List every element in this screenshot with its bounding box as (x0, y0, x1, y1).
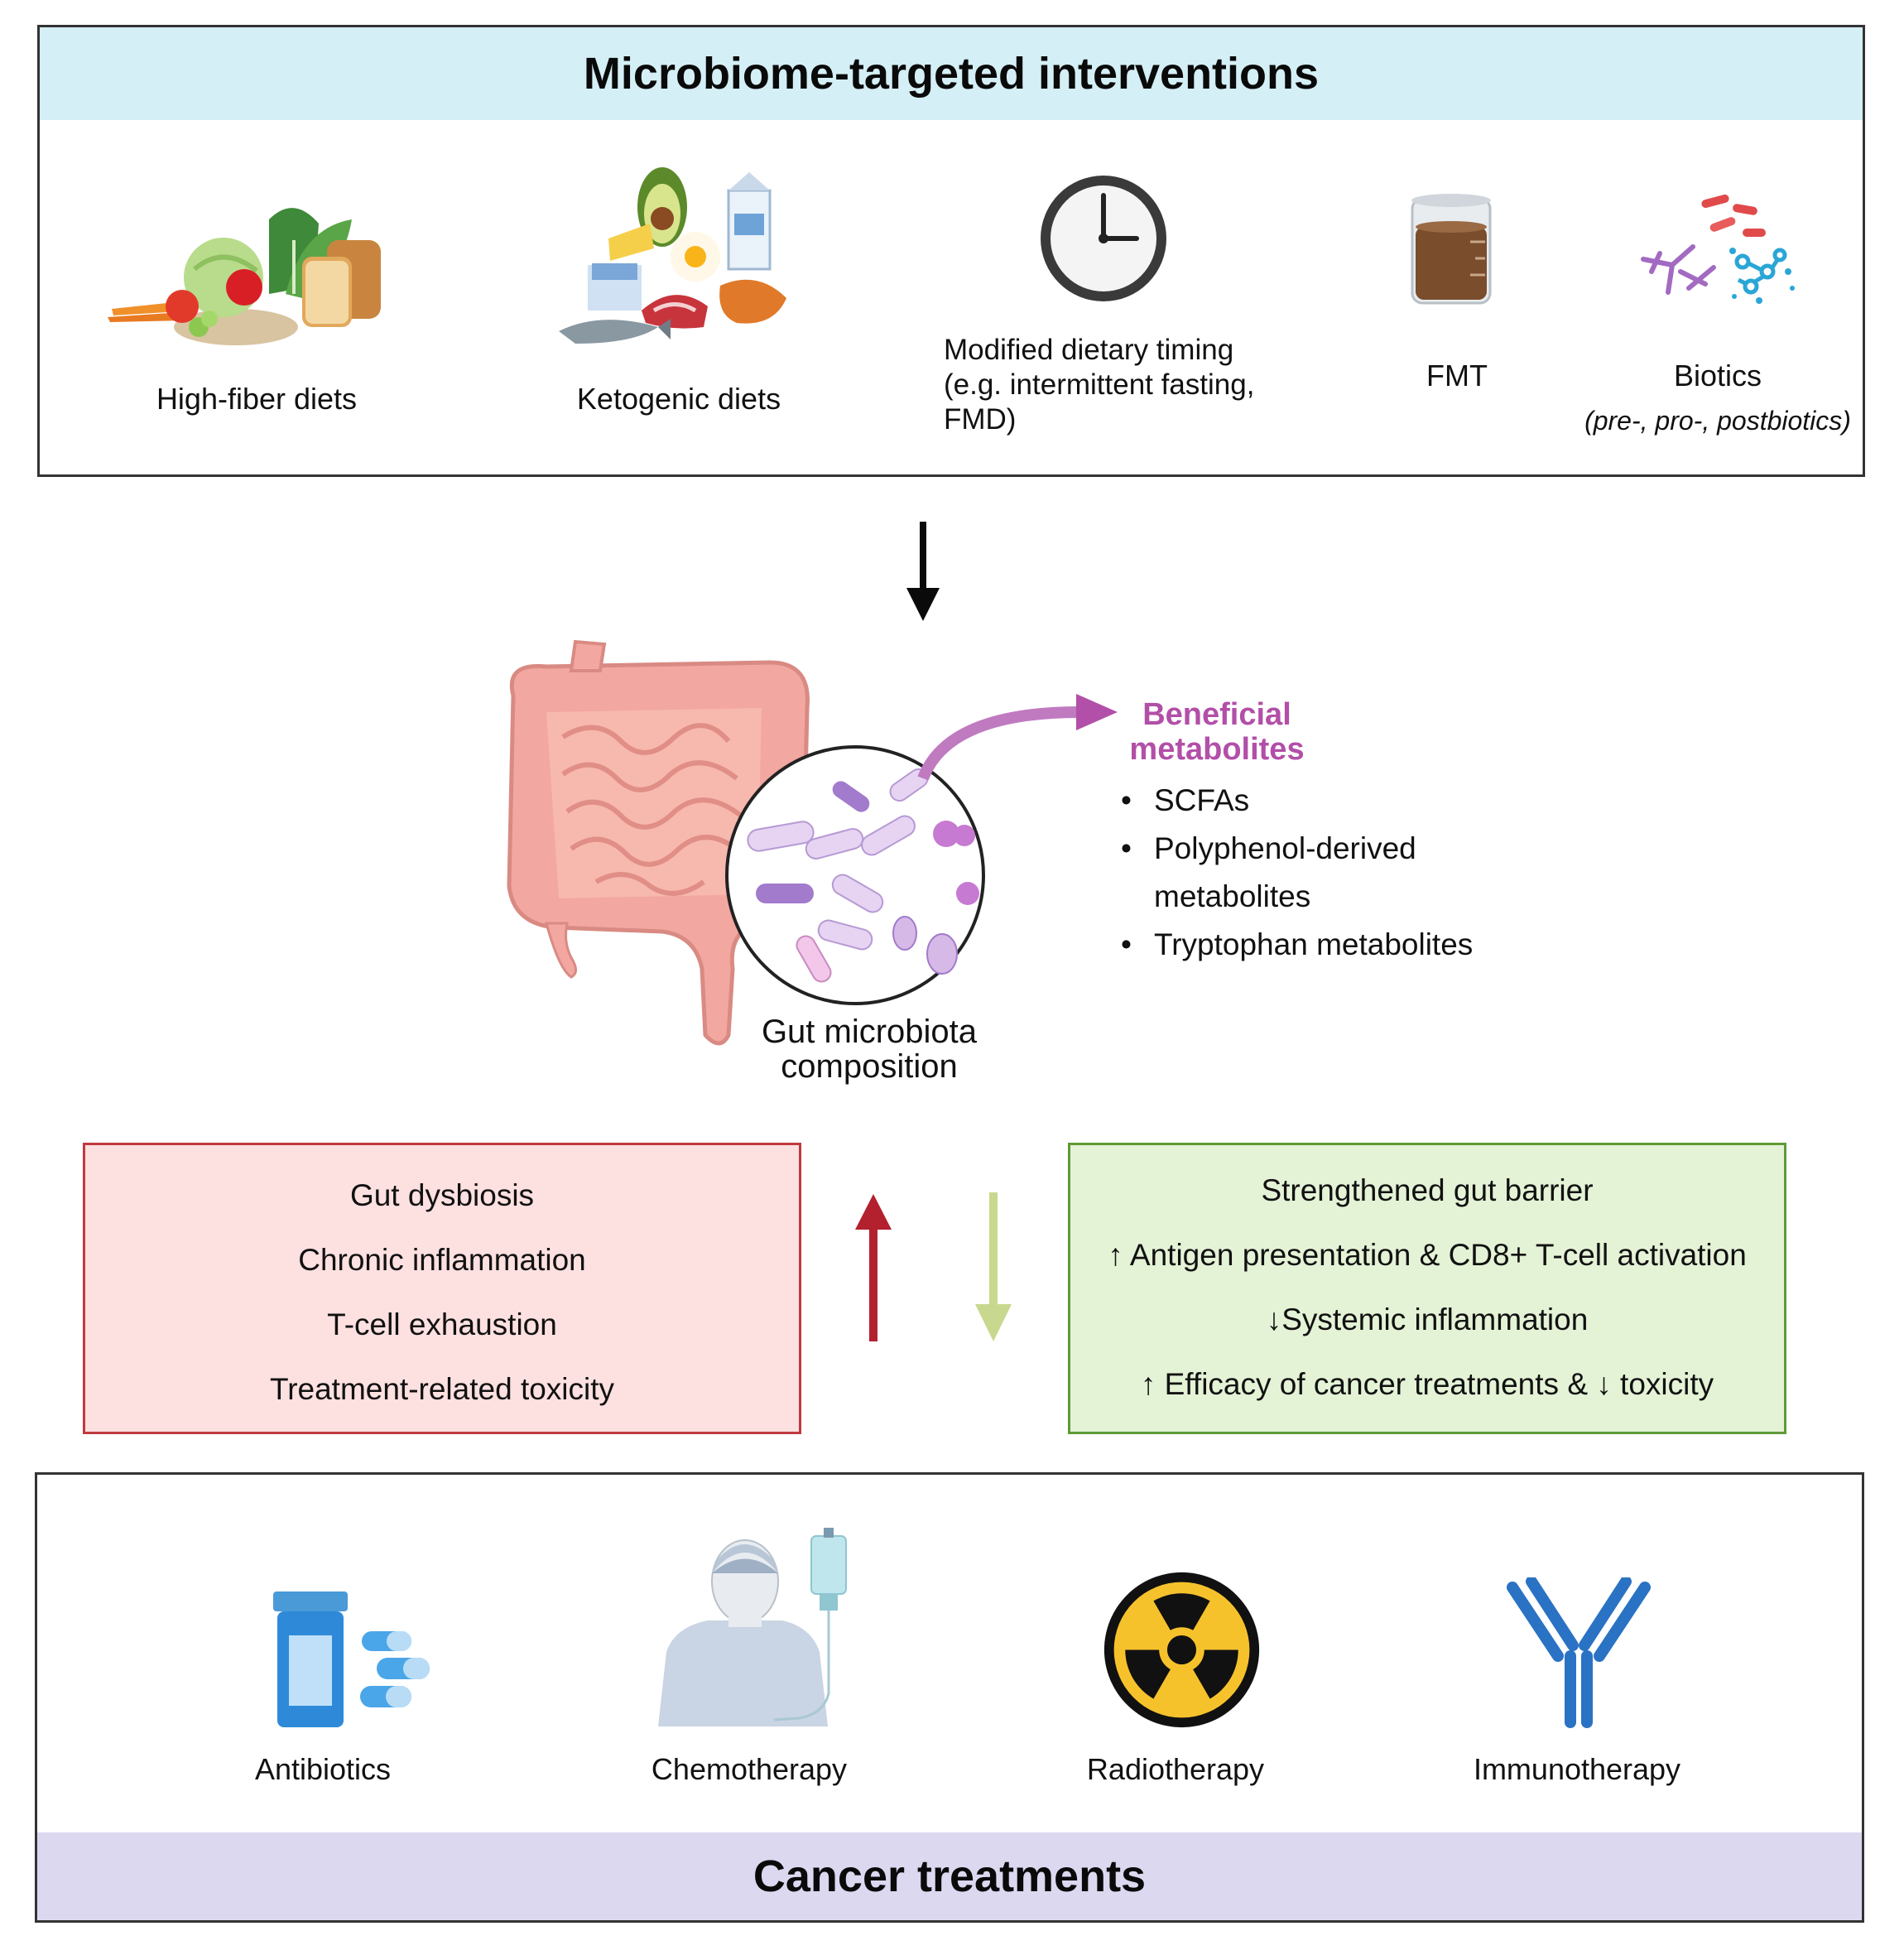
metabolite-item: SCFAs (1119, 777, 1473, 825)
ketogenic-label: Ketogenic diets (576, 382, 781, 416)
down-arrow-main (906, 522, 940, 621)
gut-microbiota-label: Gut microbiota composition (761, 1014, 978, 1085)
biotics-sublabel: (pre-, pro-, postbiotics) (1584, 406, 1851, 436)
metabolite-item: Tryptophan metabolites (1119, 921, 1473, 969)
cancer-treatments-title: Cancer treatments (37, 1832, 1862, 1920)
clock-icon (1041, 176, 1166, 301)
intestines-icon (507, 639, 810, 1046)
metabolites-list: SCFAs Polyphenol-derived metabolites Try… (1119, 777, 1473, 969)
chemotherapy-label: Chemotherapy (651, 1752, 848, 1786)
positive-effects-box: Strengthened gut barrier ↑ Antigen prese… (1068, 1143, 1786, 1434)
interventions-title: Microbiome-targeted interventions (40, 27, 1863, 120)
high-fiber-label: High-fiber diets (156, 382, 358, 416)
cancer-treatments-panel: Cancer treatments (35, 1472, 1864, 1923)
metabolite-item: Polyphenol-derived metabolites (1119, 825, 1473, 921)
negative-effect-item: Gut dysbiosis (349, 1178, 535, 1212)
positive-effect-item: ↓Systemic inflammation (1266, 1303, 1589, 1336)
radiotherapy-label: Radiotherapy (1086, 1752, 1265, 1786)
radiation-icon (1103, 1572, 1260, 1728)
negative-effects-box: Gut dysbiosis Chronic inflammation T-cel… (83, 1143, 801, 1434)
negative-effect-item: Treatment-related toxicity (269, 1372, 615, 1406)
bacteria-molecules-icon (1641, 194, 1795, 304)
metabolites-arrow-icon (917, 694, 1118, 781)
decrease-arrow-icon (975, 1192, 1012, 1341)
vegetables-bread-icon (108, 208, 381, 345)
positive-effect-item: ↑ Efficacy of cancer treatments & ↓ toxi… (1140, 1367, 1714, 1401)
keto-foods-icon (559, 167, 786, 344)
positive-effect-item: Strengthened gut barrier (1261, 1173, 1594, 1207)
patient-iv-drip-icon (658, 1528, 847, 1726)
microbiota-magnifier-icon (725, 745, 985, 1005)
beaker-icon (1411, 194, 1492, 305)
fmt-label: FMT (1426, 359, 1488, 392)
negative-effect-item: T-cell exhaustion (327, 1307, 557, 1341)
negative-effect-item: Chronic inflammation (298, 1243, 586, 1277)
pill-bottle-icon (273, 1591, 430, 1727)
biotics-label: Biotics (1673, 359, 1762, 392)
dietary-timing-label: Modified dietary timing (e.g. intermitte… (944, 334, 1255, 436)
beneficial-metabolites-title: Beneficial metabolites (1129, 697, 1305, 767)
increase-arrow-icon (855, 1194, 892, 1341)
antibody-icon (1507, 1577, 1651, 1728)
immunotherapy-label: Immunotherapy (1473, 1752, 1681, 1786)
antibiotics-label: Antibiotics (254, 1752, 392, 1786)
positive-effect-item: ↑ Antigen presentation & CD8+ T-cell act… (1108, 1238, 1747, 1272)
